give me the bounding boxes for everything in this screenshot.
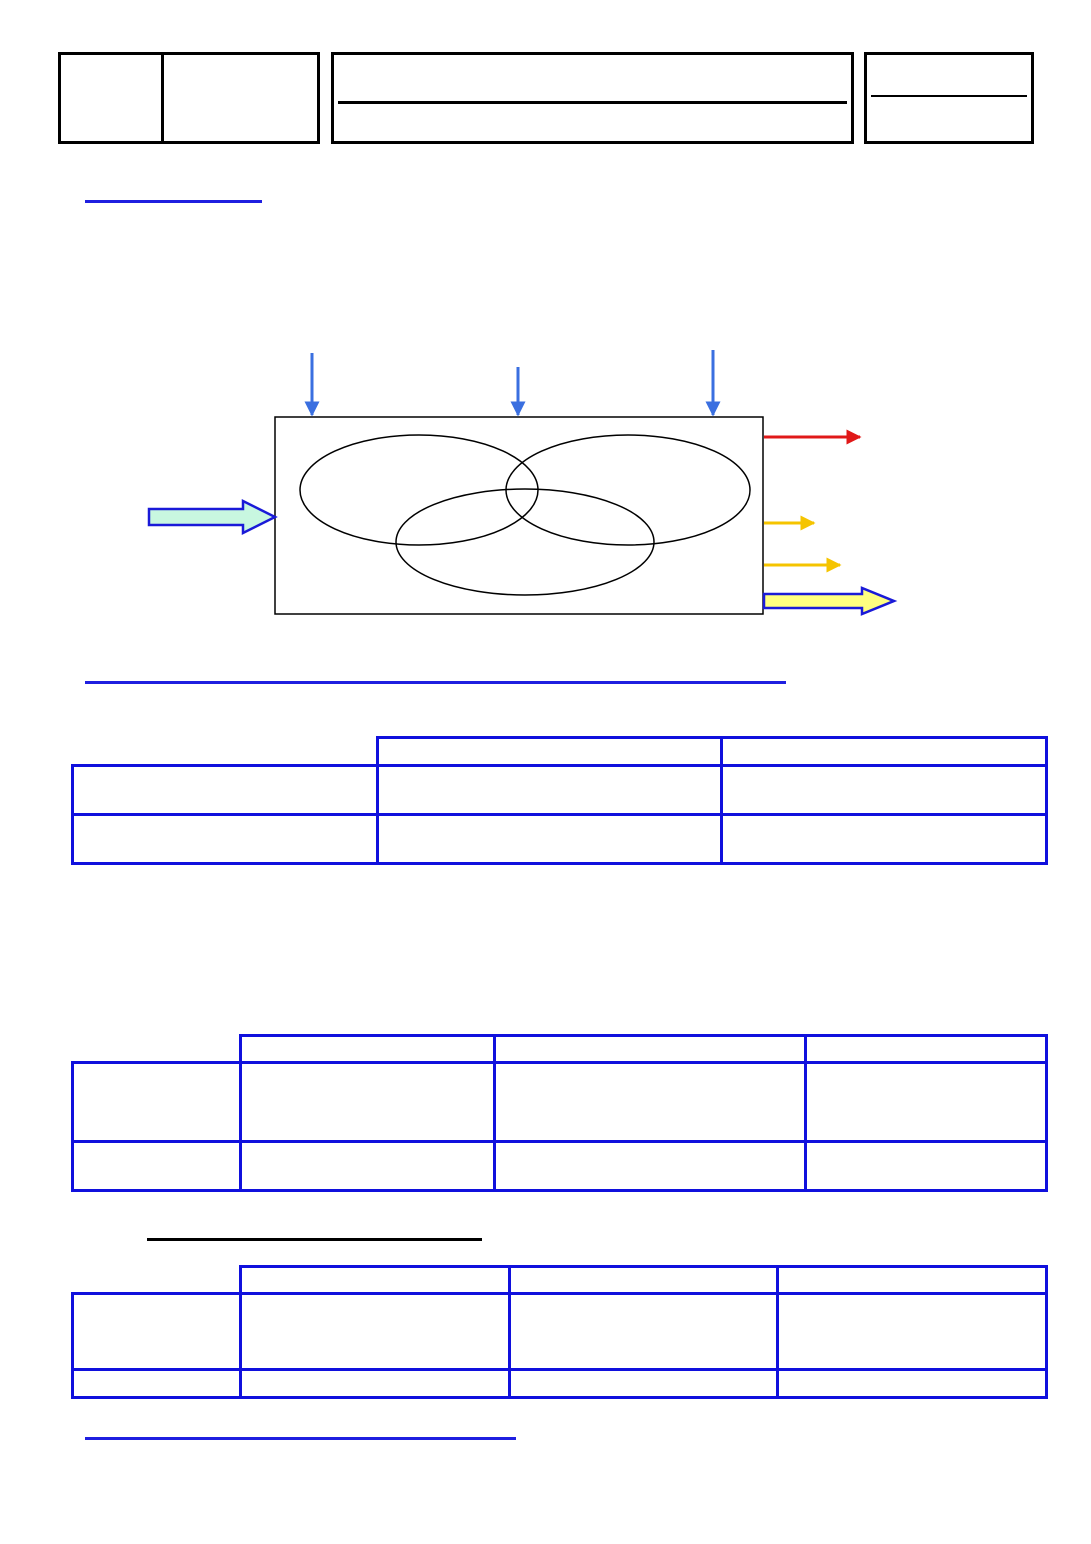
table-cell xyxy=(507,1368,779,1399)
table-3 xyxy=(70,1265,1049,1399)
table-cell xyxy=(775,1368,1049,1399)
header-ref-divider xyxy=(871,95,1027,97)
table-cell xyxy=(803,1140,1049,1192)
table-cell xyxy=(239,1061,496,1143)
table-cell xyxy=(492,1140,807,1192)
table-cell xyxy=(376,813,723,865)
table-header-cell xyxy=(376,736,723,767)
process-box xyxy=(274,416,764,615)
table-cell xyxy=(70,813,380,865)
table-cell xyxy=(70,764,380,816)
table-cell xyxy=(70,1368,243,1399)
header-ref-box xyxy=(864,52,1034,144)
table-cell xyxy=(492,1061,807,1143)
header-info-cell xyxy=(161,52,320,144)
table-cell xyxy=(239,1368,511,1399)
table-cell xyxy=(70,1292,243,1371)
table-cell xyxy=(73,1267,241,1294)
table-header-cell xyxy=(507,1265,779,1295)
ellipse-left xyxy=(299,434,539,546)
table-row xyxy=(73,736,1049,767)
table-cell xyxy=(803,1061,1049,1143)
header-title-box xyxy=(331,52,854,144)
header-title-divider xyxy=(338,101,847,104)
table-2 xyxy=(70,1034,1049,1192)
section-heading-4-underline xyxy=(85,1437,516,1440)
table-header-cell xyxy=(803,1034,1049,1064)
table-cell xyxy=(70,1061,243,1143)
table-cell xyxy=(70,1140,243,1192)
table-row xyxy=(70,1140,1049,1192)
table-row xyxy=(73,1265,1049,1295)
section-heading-1-underline xyxy=(85,200,262,203)
section-heading-3-underline xyxy=(147,1238,482,1241)
table-cell xyxy=(376,764,723,816)
table-cell xyxy=(73,738,378,766)
table-cell xyxy=(73,1036,241,1063)
table-header-cell xyxy=(239,1265,511,1295)
table-row xyxy=(70,1292,1049,1371)
table-cell xyxy=(507,1292,779,1371)
table-row xyxy=(73,1034,1049,1064)
table-1 xyxy=(70,736,1049,865)
output-arrow-big xyxy=(762,586,898,616)
table-cell xyxy=(775,1292,1049,1371)
table-cell xyxy=(719,764,1049,816)
table-cell xyxy=(239,1140,496,1192)
process-diagram xyxy=(147,350,898,616)
table-header-cell xyxy=(239,1034,496,1064)
table-header-cell xyxy=(775,1265,1049,1295)
ellipse-bottom xyxy=(395,488,655,596)
table-row xyxy=(70,1061,1049,1143)
input-arrow xyxy=(147,498,278,536)
section-heading-2-underline xyxy=(85,681,786,684)
table-row xyxy=(70,813,1049,865)
table-header-cell xyxy=(719,736,1049,767)
table-header-cell xyxy=(492,1034,807,1064)
table-row xyxy=(70,1368,1049,1399)
table-cell xyxy=(239,1292,511,1371)
table-row xyxy=(70,764,1049,816)
table-cell xyxy=(719,813,1049,865)
